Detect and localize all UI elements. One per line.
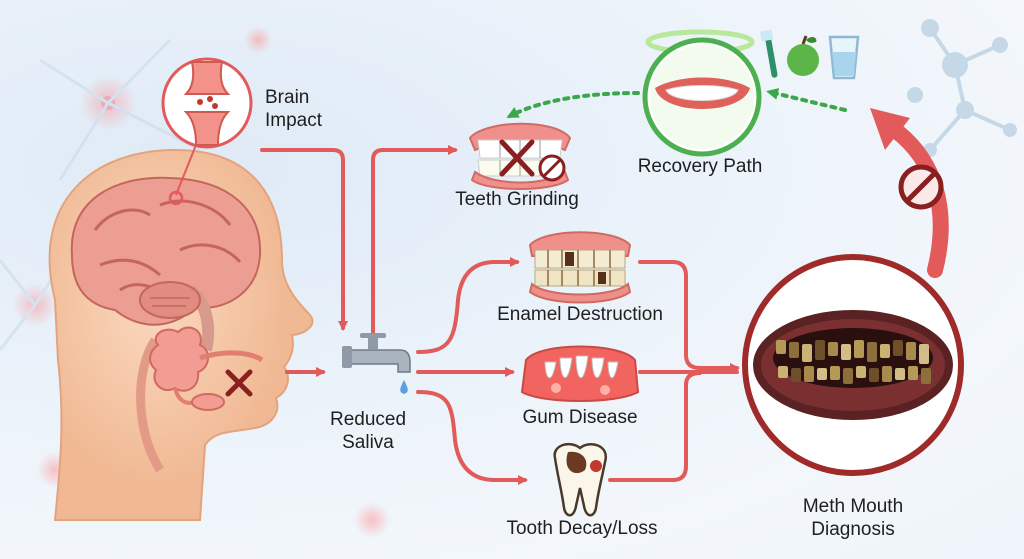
enamel-destruction-label: Enamel Destruction — [497, 304, 663, 325]
lower-tooth — [791, 368, 801, 382]
molecule-icon — [907, 19, 1017, 157]
prohibition-icon — [898, 164, 944, 210]
upper-tooth — [776, 340, 786, 354]
reduced-saliva-line-1: Reduced — [329, 409, 407, 430]
healthy-smile-icon — [642, 37, 762, 157]
tooth-decay-label: Tooth Decay/Loss — [506, 518, 658, 539]
upper-tooth — [919, 344, 929, 364]
lower-tooth — [921, 368, 931, 384]
damaged-teeth-row — [776, 340, 931, 384]
water-glass-icon — [828, 35, 860, 80]
lower-tooth — [895, 368, 905, 380]
gum-teeth-icon — [520, 345, 640, 402]
decayed-tooth-icon — [553, 442, 608, 517]
blocked-cross-icon — [225, 369, 253, 397]
upper-tooth — [828, 342, 838, 356]
grinding-teeth-icon — [468, 122, 572, 190]
reduced-saliva-label: Reduced Saliva — [318, 408, 418, 454]
synapse-icon — [161, 57, 253, 206]
brain-impact-line-2: Impact — [265, 110, 323, 131]
salivary-gland-icon — [149, 326, 264, 411]
diagnosis-line-2: Diagnosis — [811, 519, 895, 540]
upper-tooth — [854, 340, 864, 358]
lower-tooth — [869, 368, 879, 382]
brain-icon — [70, 176, 262, 352]
brain-impact-line-1: Brain — [265, 87, 310, 108]
upper-tooth — [789, 342, 799, 358]
lower-tooth — [830, 366, 840, 380]
upper-tooth — [906, 342, 916, 360]
upper-tooth — [815, 340, 825, 360]
lower-tooth — [778, 366, 788, 378]
toothbrush-icon — [759, 29, 778, 78]
enamel-teeth-icon — [528, 231, 632, 304]
lower-tooth — [804, 366, 814, 382]
upper-tooth — [802, 344, 812, 362]
upper-tooth — [841, 344, 851, 360]
damaged-teeth-icon — [753, 310, 953, 420]
flow-arrows — [260, 145, 740, 485]
brain-impact-label: Brain Impact — [265, 86, 322, 132]
upper-tooth — [867, 342, 877, 362]
upper-tooth — [880, 344, 890, 358]
gum-disease-label: Gum Disease — [522, 407, 638, 428]
apple-icon — [787, 35, 819, 76]
lower-tooth — [882, 366, 892, 382]
recovery-path-label: Recovery Path — [637, 156, 763, 177]
faucet-icon — [342, 333, 411, 394]
upper-tooth — [893, 340, 903, 356]
lower-tooth — [856, 366, 866, 378]
lower-tooth — [843, 368, 853, 384]
diagnosis-icon — [742, 254, 964, 476]
lower-tooth — [817, 368, 827, 380]
teeth-grinding-label: Teeth Grinding — [455, 189, 579, 210]
diagnosis-line-1: Meth Mouth — [802, 496, 904, 517]
diagnosis-label: Meth Mouth Diagnosis — [773, 495, 933, 541]
recovery-arrows — [506, 88, 847, 118]
reduced-saliva-line-2: Saliva — [342, 432, 394, 453]
lower-tooth — [908, 366, 918, 380]
